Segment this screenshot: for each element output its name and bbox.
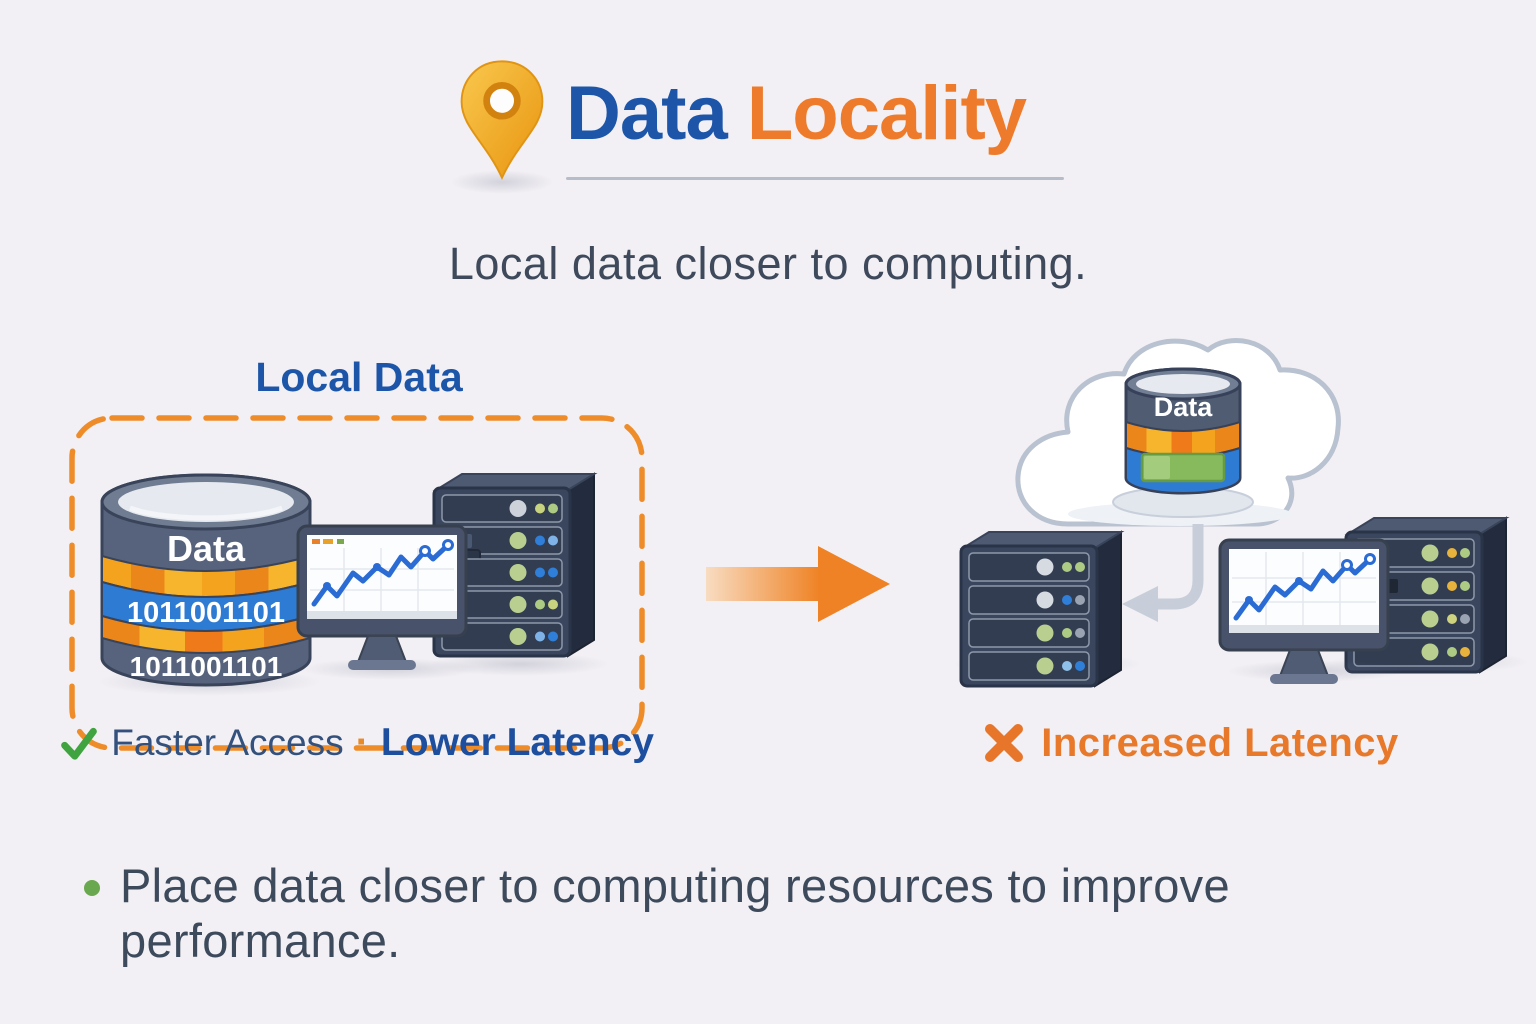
lower-latency-label: Lower Latency <box>380 720 654 764</box>
local-database-icon: Data 1011001101 1011001101 <box>100 473 312 687</box>
local-database-binary-blue: 1011001101 <box>127 597 285 629</box>
increased-latency-label: Increased Latency <box>1041 720 1399 765</box>
local-database-title: Data <box>167 528 246 569</box>
check-icon <box>61 727 97 760</box>
bullet-dot <box>84 880 100 896</box>
local-caption: Faster Access · Lower Latency <box>60 720 654 765</box>
title-word-data: Data <box>566 71 728 156</box>
title-word-locality: Locality <box>746 71 1027 156</box>
title-underline <box>566 177 1064 180</box>
local-dashed-border <box>69 415 645 751</box>
x-icon <box>985 724 1024 762</box>
caption-separator: · <box>355 720 369 764</box>
page-title: Data Locality <box>566 70 1027 157</box>
remote-server-left-icon <box>959 530 1125 688</box>
local-database-binary-dark: 1011001101 <box>130 651 283 682</box>
down-left-arrow-icon <box>1122 524 1204 622</box>
location-pin-icon <box>460 60 544 181</box>
remote-caption: Increased Latency <box>930 720 1450 766</box>
right-arrow-icon <box>706 546 890 622</box>
local-monitor-icon <box>296 524 468 670</box>
subtitle: Local data closer to computing. <box>448 238 1088 289</box>
cloud-database-title: Data <box>1154 392 1214 422</box>
footer-note: Place data closer to computing resources… <box>84 858 1514 968</box>
footer-text: Place data closer to computing resources… <box>120 859 1230 967</box>
local-data-label: Local Data <box>255 354 463 400</box>
remote-monitor-icon <box>1218 538 1390 684</box>
cloud-database-icon: Data <box>1124 367 1242 495</box>
faster-access-label: Faster Access <box>111 721 344 763</box>
